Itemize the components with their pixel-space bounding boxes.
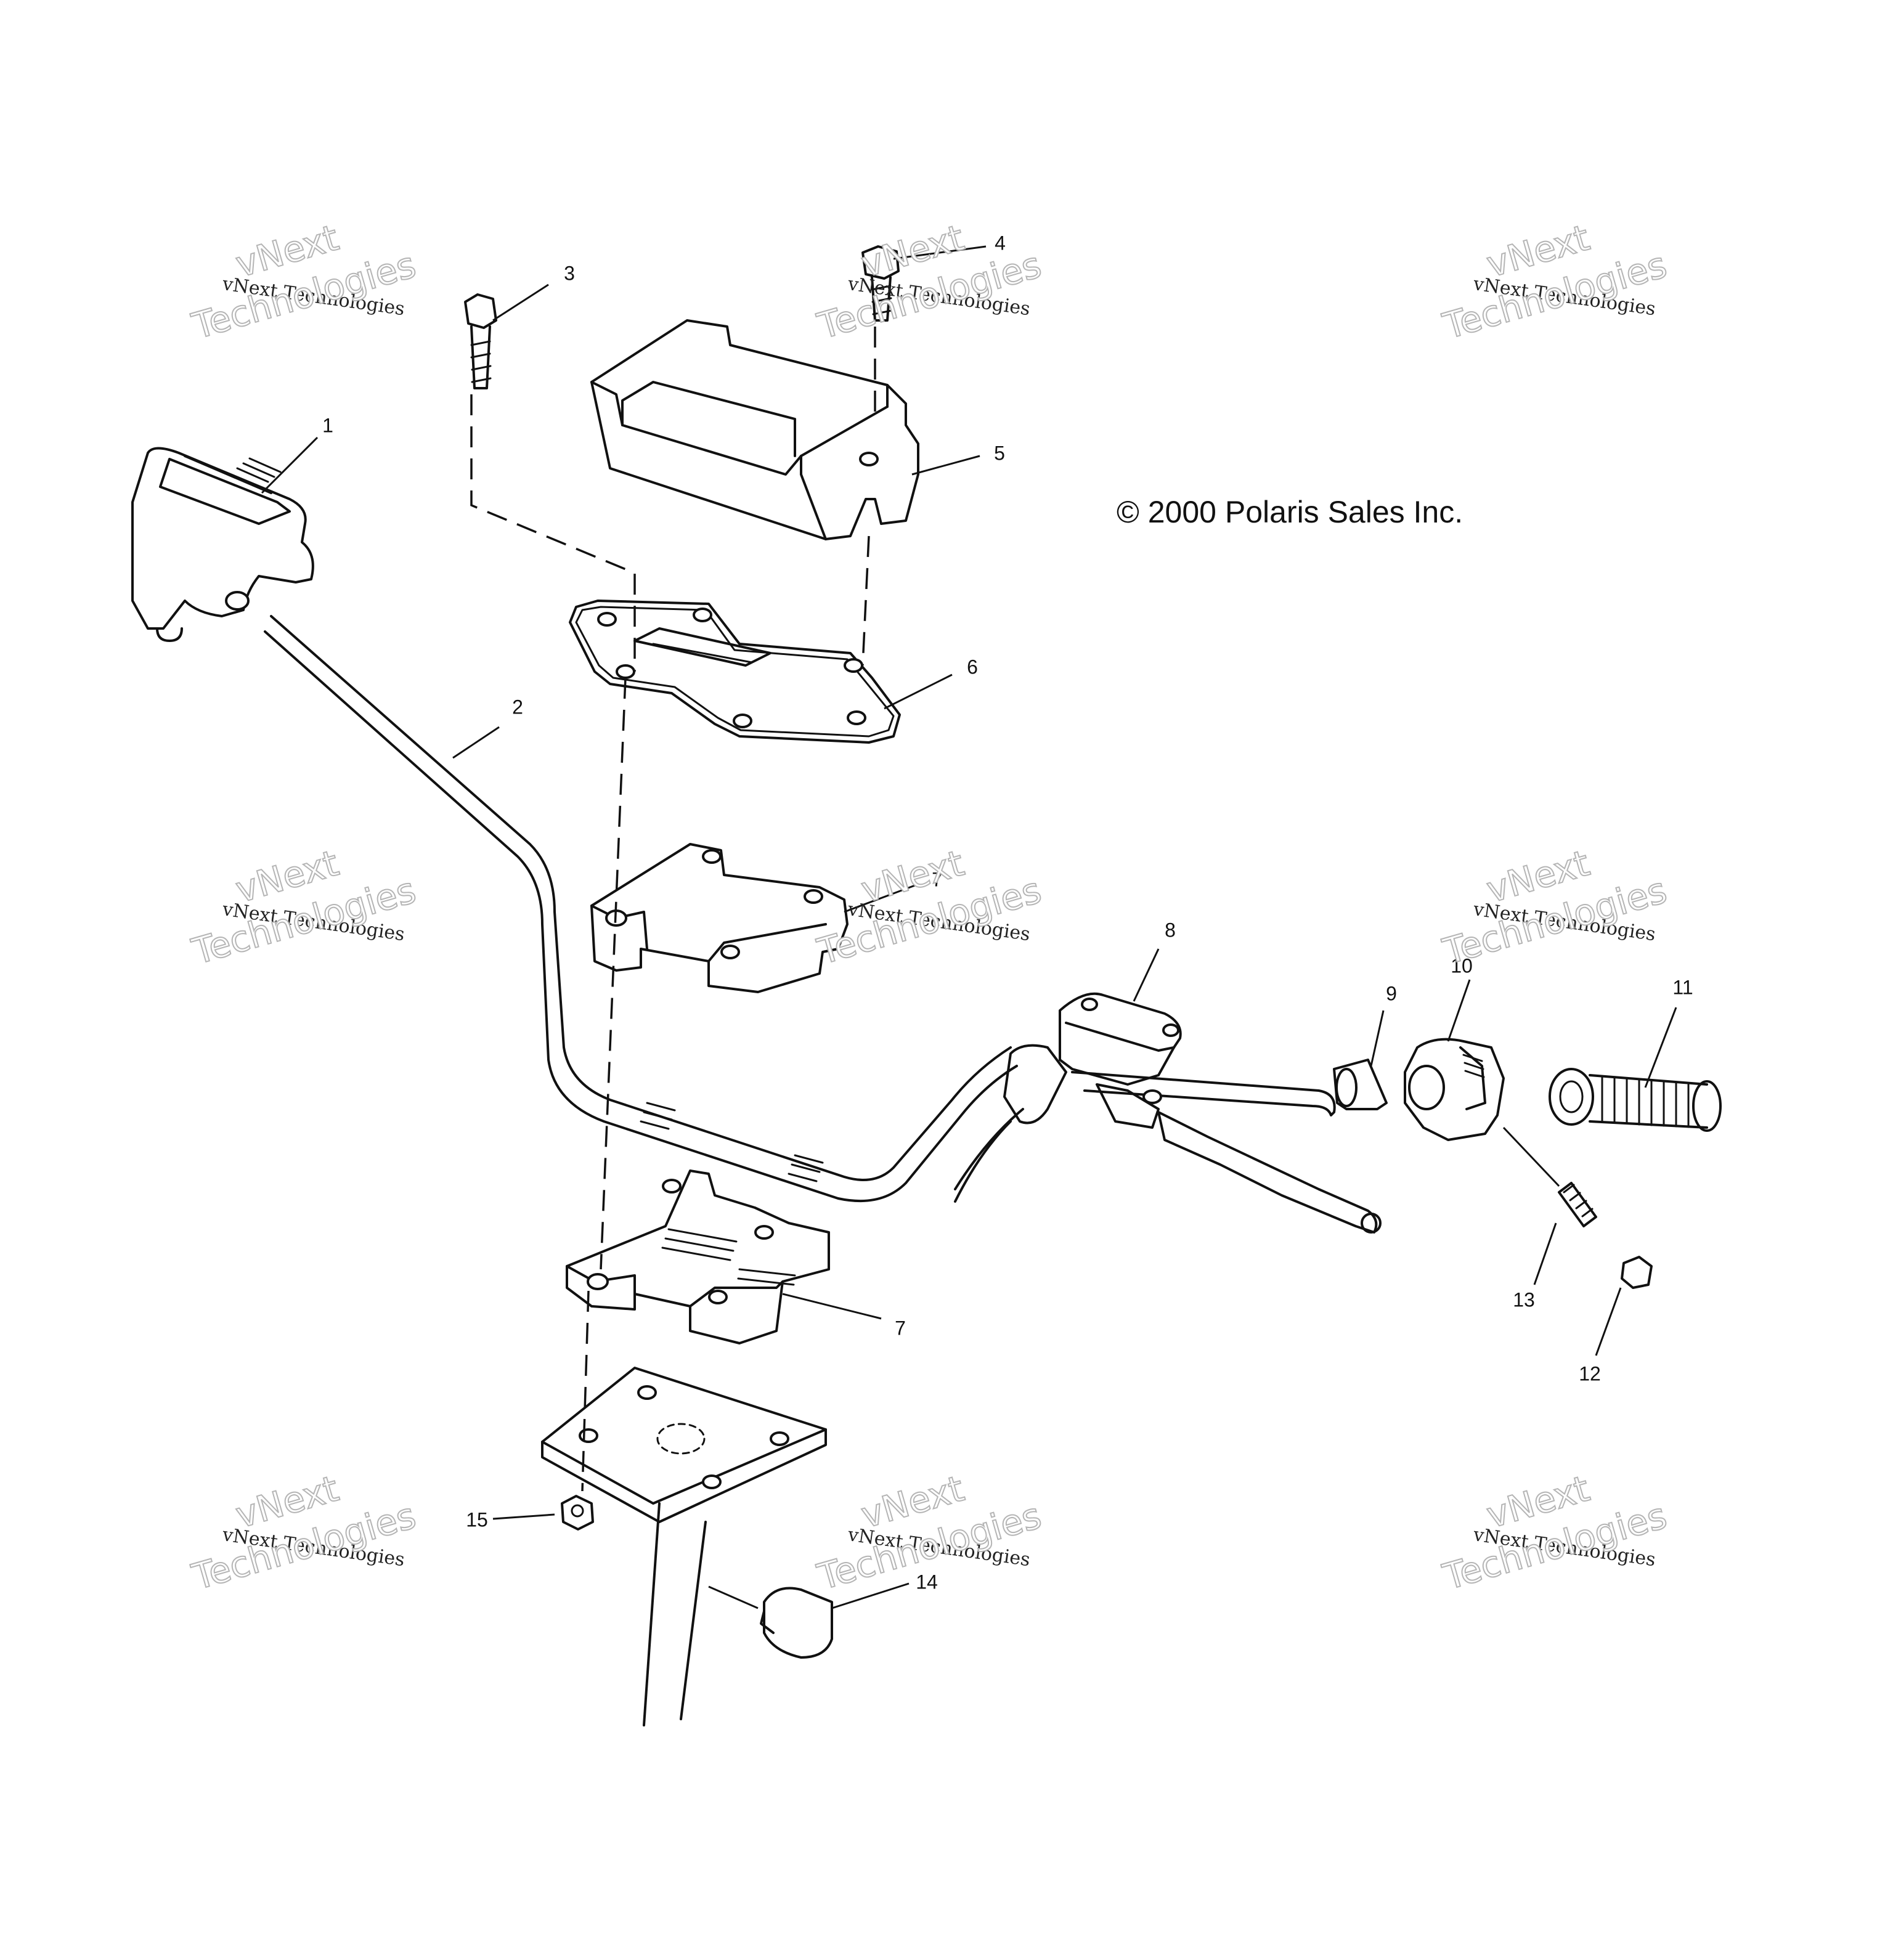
callout-7-upper: 7 bbox=[932, 868, 943, 890]
callout-7-lower: 7 bbox=[895, 1317, 906, 1339]
callout-8: 8 bbox=[1165, 919, 1176, 941]
lower-clamp bbox=[566, 1169, 830, 1344]
callout-5: 5 bbox=[994, 442, 1005, 464]
watermark-tile: vNext vNext Technologies Technologies bbox=[1438, 841, 1672, 973]
callout-4: 4 bbox=[995, 232, 1006, 254]
callout-14: 14 bbox=[916, 1571, 938, 1593]
callout-labels: 1 2 3 4 5 6 7 7 8 9 10 11 12 13 14 15 bbox=[322, 232, 1693, 1593]
cable-clip bbox=[760, 1587, 833, 1659]
callout-6: 6 bbox=[967, 656, 978, 678]
callout-10: 10 bbox=[1451, 954, 1473, 977]
callout-13: 13 bbox=[1513, 1288, 1535, 1311]
hand-grip bbox=[1549, 1068, 1722, 1132]
watermark-tile: vNext vNext Technologies Technologies bbox=[187, 841, 421, 973]
leader-lines bbox=[261, 245, 1677, 1609]
watermark-tile: vNext vNext Technologies Technologies bbox=[1438, 216, 1672, 348]
nut bbox=[561, 1495, 594, 1531]
callout-9: 9 bbox=[1386, 982, 1397, 1004]
throttle-housing bbox=[1404, 1038, 1505, 1141]
watermark-tile: vNext vNext Technologies Technologies bbox=[1438, 1466, 1672, 1598]
watermark-tile: vNext vNext Technologies Technologies bbox=[187, 216, 421, 348]
throttle-bushing bbox=[1333, 1059, 1388, 1110]
watermark-tile: vNext vNext Technologies Technologies bbox=[812, 841, 1046, 973]
assembly-dash-lines bbox=[470, 327, 876, 1492]
callout-12: 12 bbox=[1579, 1362, 1601, 1385]
set-screw bbox=[1558, 1182, 1597, 1227]
left-switch-housing bbox=[131, 447, 314, 642]
handlebar bbox=[264, 615, 1336, 1203]
copyright-text: © 2000 Polaris Sales Inc. bbox=[1117, 495, 1463, 529]
callout-1: 1 bbox=[322, 414, 333, 436]
handlebar-cover bbox=[590, 319, 919, 540]
callout-2: 2 bbox=[512, 696, 523, 718]
steering-post bbox=[541, 1367, 827, 1726]
callout-11: 11 bbox=[1672, 976, 1693, 998]
watermark-tile: vNext vNext Technologies Technologies bbox=[812, 216, 1046, 348]
mounting-plate bbox=[569, 600, 901, 744]
callout-15: 15 bbox=[466, 1508, 488, 1531]
callout-3: 3 bbox=[564, 262, 575, 284]
bolt-4 bbox=[861, 245, 900, 322]
bolt-3 bbox=[464, 293, 497, 389]
end-cap bbox=[1621, 1256, 1653, 1289]
watermark-tile: vNext vNext Technologies Technologies bbox=[187, 1466, 421, 1598]
brake-master-cylinder bbox=[954, 992, 1382, 1234]
upper-clamp bbox=[590, 843, 849, 993]
